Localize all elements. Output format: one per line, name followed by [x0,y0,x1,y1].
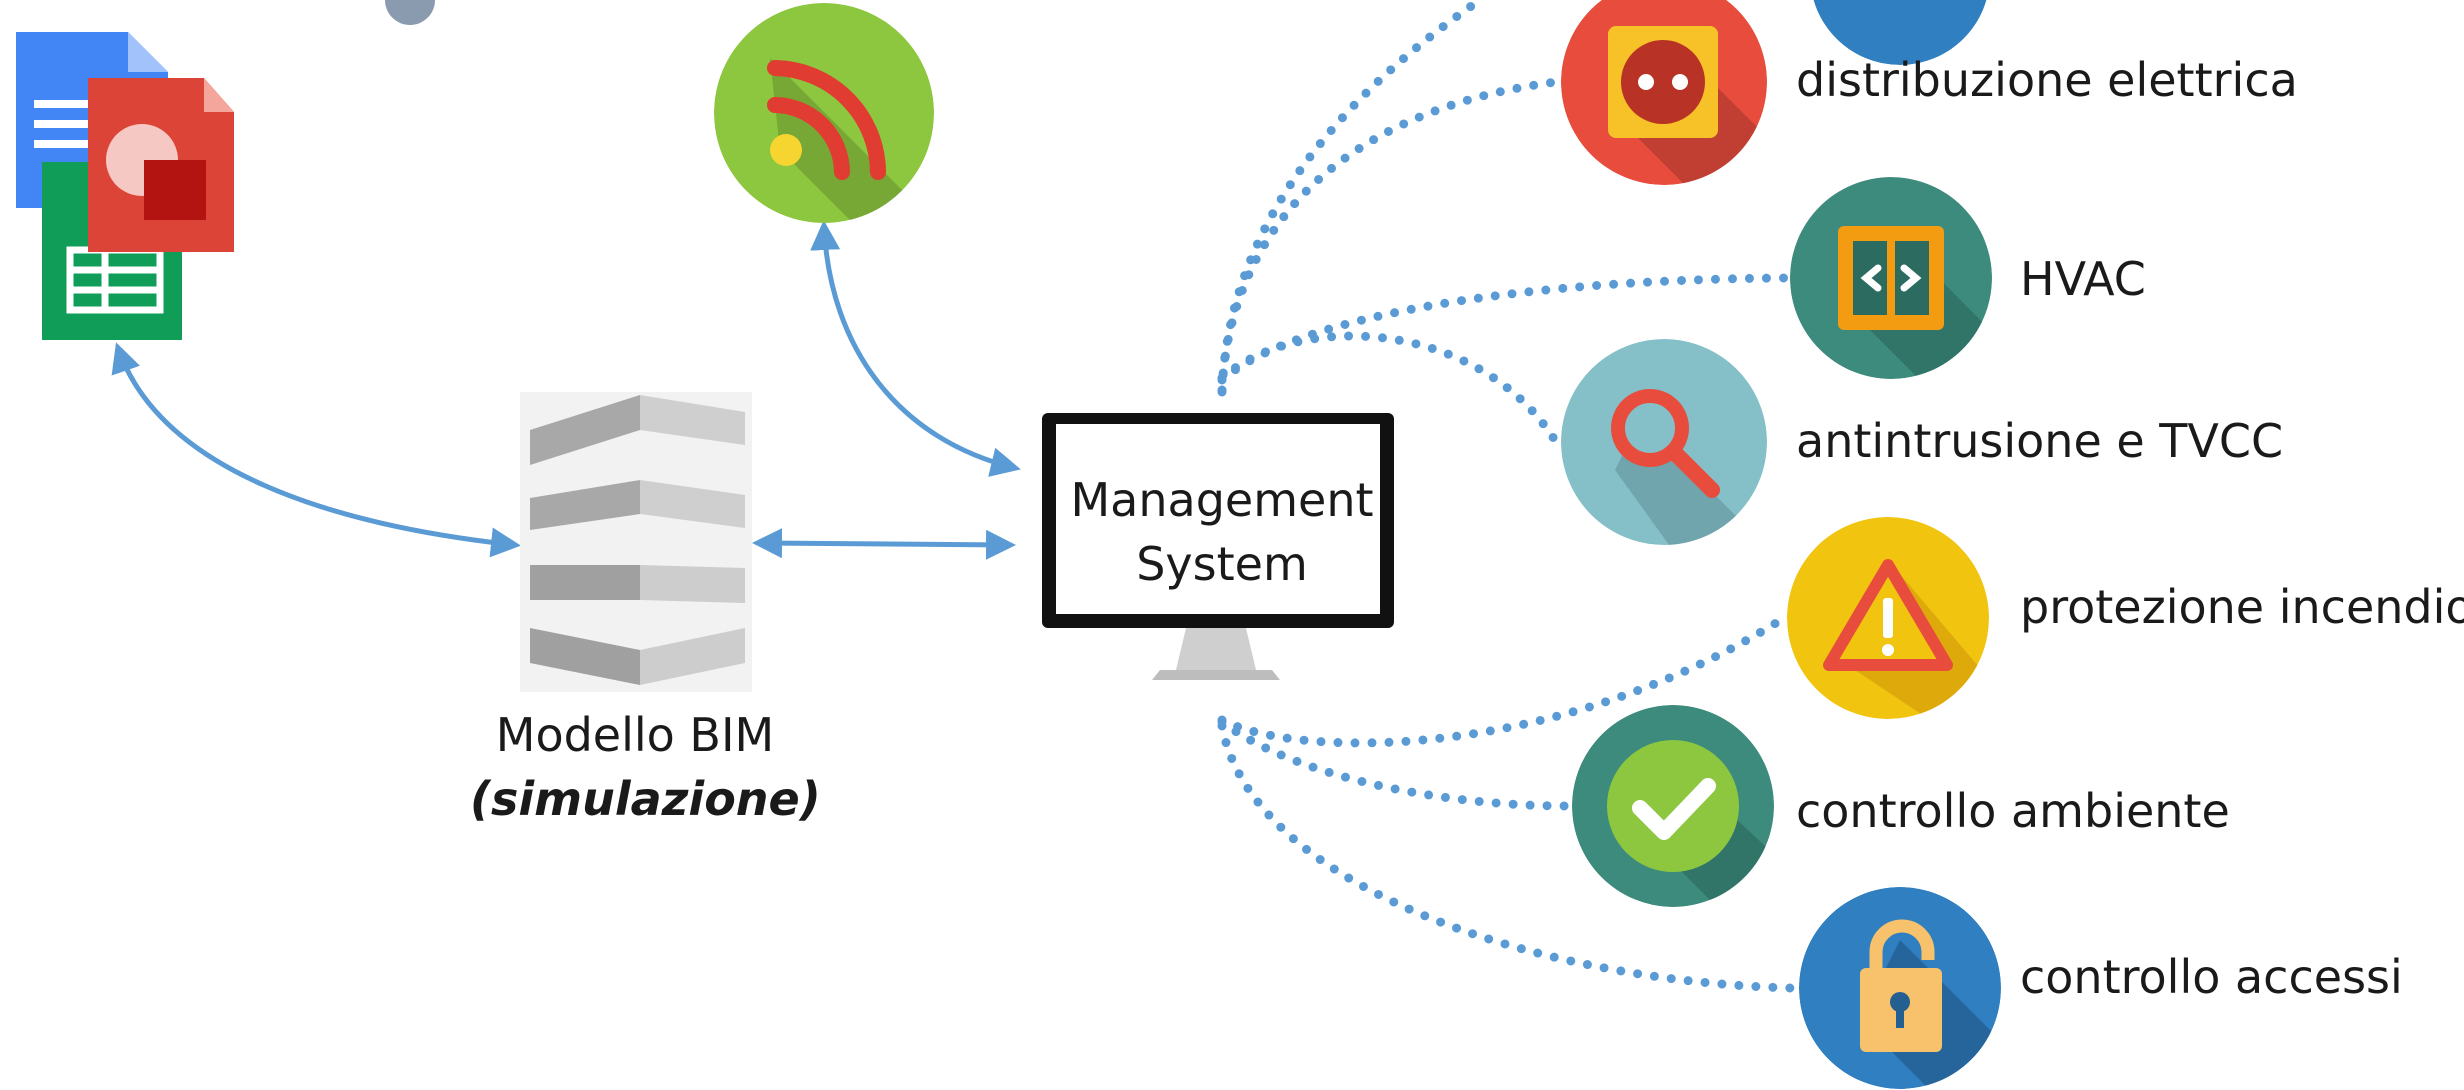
partial-top-left-icon [385,0,435,25]
management-line2: System [1136,537,1308,591]
connector-access [1217,721,1795,993]
label-distribuzione-elettrica: distribuzione elettrica [1796,53,2298,107]
label-protezione-incendio: protezione incendio [2020,580,2464,634]
connector-fire [1217,613,1789,748]
hvac-vent-icon [1790,177,1992,379]
label-hvac: HVAC [2020,252,2146,306]
docs-stack-icon [16,32,234,340]
label-controllo-ambiente: controllo ambiente [1796,784,2230,838]
connector-top [1217,0,1485,397]
connector-elec [1217,77,1561,395]
power-socket-icon [1561,0,1767,185]
partial-top-icon [1810,0,1990,65]
label-controllo-accessi: controllo accessi [2020,950,2403,1004]
arrow-bim-docs [111,342,521,558]
warning-triangle-icon [1787,517,1989,719]
rss-feed-icon [714,3,934,223]
arrow-bim-mgmt [752,528,1016,560]
management-system-label: Management System [1046,468,1398,596]
bim-title: Modello BIM [495,708,775,762]
padlock-icon [1799,887,2001,1089]
label-antintrusione: antintrusione e TVCC [1796,414,2283,468]
bim-subtitle: (simulazione) [470,772,821,826]
management-line1: Management [1070,473,1374,527]
connector-env [1217,717,1573,811]
bim-model-icon [520,392,752,692]
dotted-connectors [1217,0,1795,993]
arrow-rss-mgmt [810,220,1021,477]
magnifier-icon [1561,339,1767,545]
system-labels: distribuzione elettrica HVAC antintrusio… [1796,53,2464,1004]
arrows [111,220,1021,560]
connector-search [1217,331,1561,447]
monitor-icon [1042,413,1394,680]
checkmark-icon [1572,705,1774,907]
